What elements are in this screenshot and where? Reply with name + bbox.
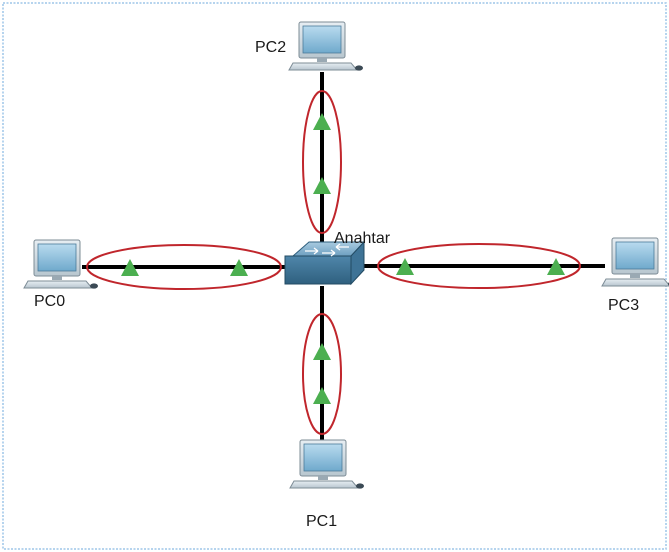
pc2-computer-icon[interactable]	[288, 21, 364, 72]
switch-label: Anahtar	[334, 230, 391, 247]
link-indicator-triangle	[230, 259, 248, 276]
highlight-ellipse-top	[302, 90, 342, 234]
link-indicator-triangle	[396, 258, 414, 275]
link-indicator-triangle	[547, 258, 565, 275]
pc2-label: PC2	[255, 39, 286, 56]
pc0-label: PC0	[34, 293, 65, 310]
link-indicator-triangle	[313, 343, 331, 360]
pc3-computer-icon[interactable]	[601, 237, 669, 288]
highlight-ellipse-bottom	[302, 313, 342, 435]
link-indicator-triangle	[121, 259, 139, 276]
pc1-computer-icon[interactable]	[289, 439, 365, 490]
link-indicator-triangle	[313, 177, 331, 194]
highlight-ellipse-right	[377, 243, 581, 289]
pc3-label: PC3	[608, 297, 639, 314]
highlight-ellipse-left	[86, 244, 282, 290]
switch-icon[interactable]	[284, 240, 366, 286]
link-indicator-triangle	[313, 387, 331, 404]
link-indicator-triangle	[313, 113, 331, 130]
pc1-label: PC1	[306, 513, 337, 530]
